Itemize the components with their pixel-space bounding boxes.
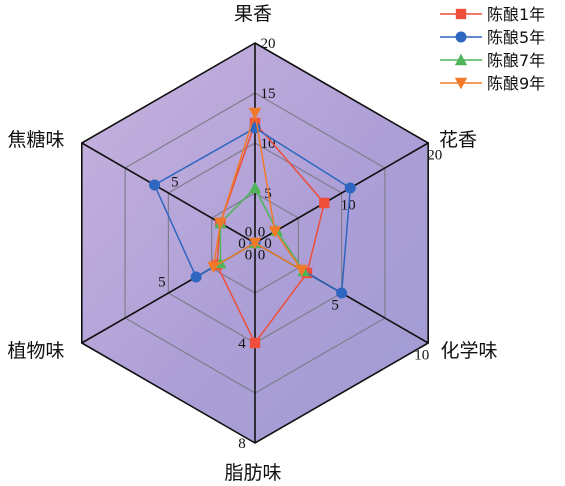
tick-label-floral-0: 0 xyxy=(258,247,266,263)
series-2-point-chemical xyxy=(336,287,348,299)
tick-label-chemical-0: 0 xyxy=(245,247,253,263)
series-4-point-caramel xyxy=(214,217,227,230)
series-4-point-chemical xyxy=(295,264,308,277)
series-2-point-floral xyxy=(344,182,356,194)
tick-label-chemical-2: 10 xyxy=(414,347,429,363)
axis-title-vegetal: 植物味 xyxy=(7,340,64,362)
legend-label-2: 陈酿5年 xyxy=(487,28,545,47)
legend-label-3: 陈酿7年 xyxy=(487,51,545,70)
series-1-point-floral xyxy=(319,197,330,209)
legend-item-3: 陈酿7年 xyxy=(440,51,545,70)
legend-marker-2 xyxy=(455,31,467,43)
legend-item-2: 陈酿5年 xyxy=(440,28,545,47)
tick-label-fruity-3: 15 xyxy=(261,86,276,102)
tick-label-fatty-0: 0 xyxy=(238,236,246,252)
tick-label-caramel-1: 5 xyxy=(171,175,179,191)
series-1-point-fatty xyxy=(249,337,261,349)
tick-label-floral-1: 10 xyxy=(341,197,356,213)
legend-label-1: 陈酿1年 xyxy=(487,5,545,24)
tick-label-fatty-1: 4 xyxy=(238,336,246,352)
series-4-point-fruity xyxy=(248,107,262,120)
series-2-point-vegetal xyxy=(190,271,202,283)
axis-title-chemical: 化学味 xyxy=(440,340,497,362)
tick-label-fruity-4: 20 xyxy=(261,36,276,52)
legend-item-1: 陈酿1年 xyxy=(440,5,545,24)
series-4-point-floral xyxy=(268,226,282,238)
series-2-point-caramel xyxy=(149,179,161,191)
tick-label-floral-2: 20 xyxy=(427,147,442,163)
tick-label-chemical-1: 5 xyxy=(331,297,339,313)
series-4 xyxy=(207,107,308,277)
axis-line-caramel xyxy=(81,142,256,244)
tick-label-fruity-2: 10 xyxy=(261,136,276,152)
series-3-point-fruity xyxy=(248,181,262,194)
legend-marker-4 xyxy=(454,77,468,90)
legend-label-4: 陈酿9年 xyxy=(487,74,545,93)
tick-label-vegetal-0: 0 xyxy=(245,225,253,241)
legend-marker-1 xyxy=(455,8,467,20)
series-4-point-vegetal xyxy=(207,261,220,274)
axis-title-floral: 花香 xyxy=(439,129,477,151)
axis-title-fatty: 脂肪味 xyxy=(224,462,281,484)
tick-label-vegetal-1: 5 xyxy=(158,275,166,291)
axis-title-fruity: 果香 xyxy=(234,3,272,25)
legend-marker-3 xyxy=(454,53,468,66)
tick-label-caramel-0: 0 xyxy=(258,225,266,241)
legend-item-4: 陈酿9年 xyxy=(440,74,545,93)
axis-line-floral xyxy=(254,142,429,244)
series-4-point-fatty xyxy=(248,237,262,250)
axis-title-caramel: 焦糖味 xyxy=(7,129,64,151)
tick-label-fruity-0: 0 xyxy=(264,236,272,252)
tick-label-fatty-2: 8 xyxy=(238,436,246,452)
